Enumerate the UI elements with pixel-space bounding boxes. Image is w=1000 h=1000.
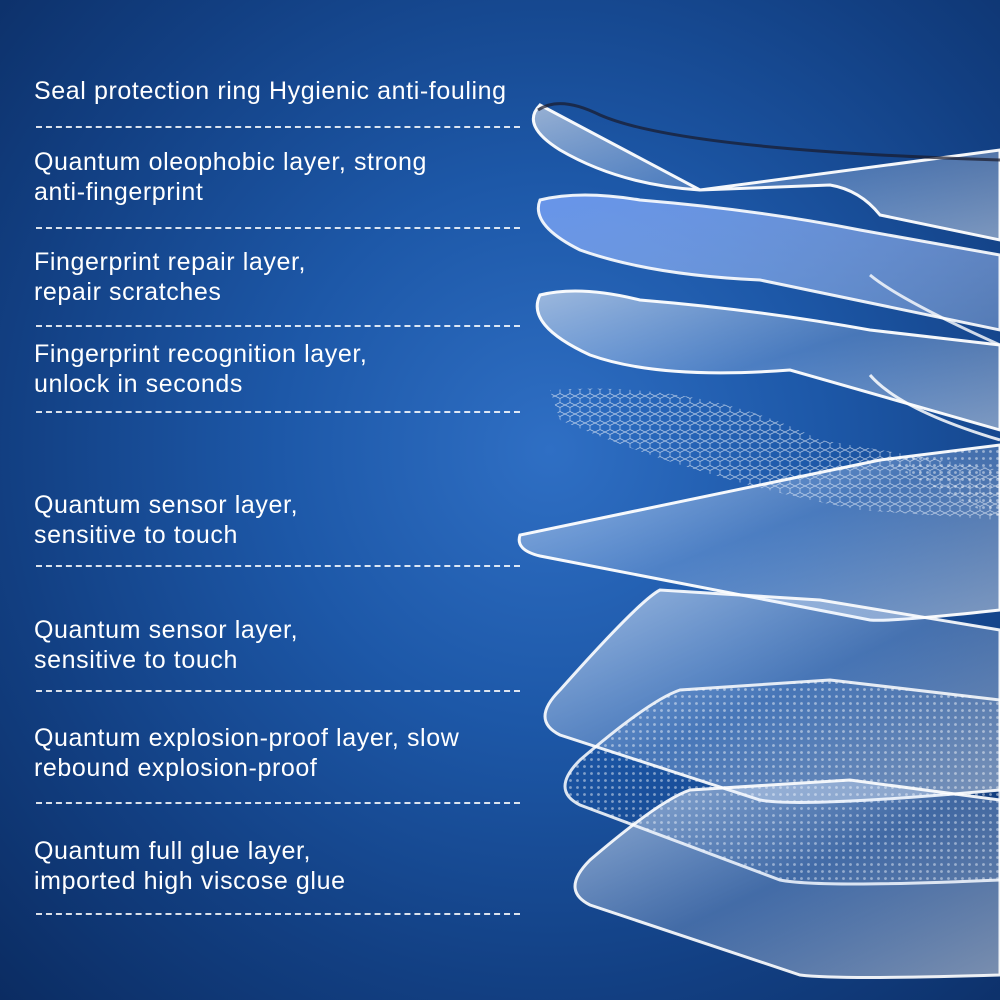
label-line: Quantum oleophobic layer, strong [34, 148, 428, 176]
label-line: sensitive to touch [34, 521, 238, 549]
layer-label-glue: Quantum full glue layer, imported high v… [34, 836, 534, 896]
label-line: imported high viscose glue [34, 867, 346, 895]
divider [36, 565, 520, 567]
oleophobic-film [537, 193, 1000, 347]
divider [36, 227, 520, 229]
divider [36, 802, 520, 804]
label-line: rebound explosion-proof [34, 754, 318, 782]
repair-film [535, 289, 1000, 442]
glue-film [573, 778, 1000, 979]
layer-label-seal-ring: Seal protection ring Hygienic anti-fouli… [34, 76, 534, 106]
label-line: Seal protection ring Hygienic anti-fouli… [34, 77, 507, 105]
label-line: Quantum full glue layer, [34, 837, 312, 865]
layer-label-explosion-proof: Quantum explosion-proof layer, slow rebo… [34, 723, 534, 783]
label-line: unlock in seconds [34, 370, 243, 398]
label-line: anti-fingerprint [34, 178, 204, 206]
layer-label-repair: Fingerprint repair layer, repair scratch… [34, 247, 534, 307]
layer-label-sensor-1: Quantum sensor layer, sensitive to touch [34, 490, 534, 550]
label-line: Quantum sensor layer, [34, 616, 299, 644]
label-line: Fingerprint recognition layer, [34, 340, 368, 368]
layer-label-recognition: Fingerprint recognition layer, unlock in… [34, 339, 534, 399]
label-line: repair scratches [34, 278, 222, 306]
label-line: Quantum explosion-proof layer, slow [34, 724, 460, 752]
divider [36, 411, 520, 413]
label-line: Quantum sensor layer, [34, 491, 299, 519]
divider [36, 913, 520, 915]
layer-label-sensor-2: Quantum sensor layer, sensitive to touch [34, 615, 534, 675]
divider [36, 690, 520, 692]
divider [36, 126, 520, 128]
layer-label-oleophobic: Quantum oleophobic layer, strong anti-fi… [34, 147, 534, 207]
divider [36, 325, 520, 327]
label-line: sensitive to touch [34, 646, 238, 674]
label-line: Fingerprint repair layer, [34, 248, 307, 276]
seal-ring-film [531, 102, 1000, 242]
